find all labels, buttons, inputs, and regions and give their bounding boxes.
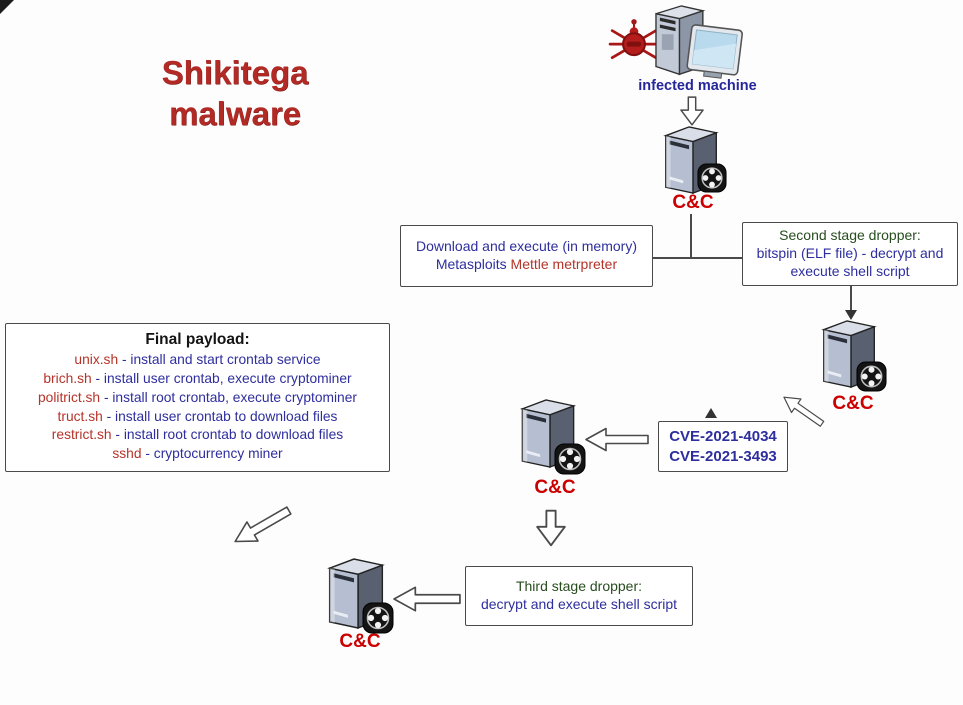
third-stage-title: Third stage dropper: (515, 578, 643, 595)
metasploit-line1: Download and execute (in memory) (416, 238, 637, 255)
network-ball-icon (554, 443, 586, 475)
payload-desc: - install user crontab, execute cryptomi… (91, 371, 352, 386)
cc1-label: C&C (672, 192, 714, 213)
arrowhead-down-icon (845, 310, 857, 320)
arrow-left-icon (393, 584, 461, 614)
arrow-down-icon (536, 500, 566, 556)
cc2-label: C&C (832, 393, 874, 414)
final-payload-title: Final payload: (145, 331, 250, 349)
third-stage-line1: decrypt and execute shell script (480, 596, 678, 612)
diagram-title: Shikitega malware (105, 52, 365, 135)
arrow-up-left-icon (202, 484, 322, 569)
payload-item: unix.sh - install and start crontab serv… (74, 351, 320, 370)
network-ball-icon (362, 602, 394, 634)
second-stage-box: Second stage dropper: bitspin (ELF file)… (742, 222, 958, 286)
cc3-label: C&C (534, 477, 576, 498)
connector-line (690, 214, 692, 258)
payload-file: truct.sh (57, 408, 103, 424)
second-stage-line1: bitspin (ELF file) - decrypt and (756, 245, 944, 262)
arrow-down-icon (680, 96, 704, 126)
payload-file: brich.sh (43, 371, 92, 386)
final-payload-box: Final payload: unix.sh - install and sta… (5, 323, 390, 472)
payload-file: restrict.sh (51, 427, 112, 443)
payload-file: politrict.sh (38, 389, 101, 405)
payload-item: sshd - cryptocurrency miner (112, 445, 282, 464)
payload-desc: - install user crontab to download files (102, 408, 338, 424)
title-line2: malware (168, 95, 302, 133)
metasploit-box: Download and execute (in memory) Metaspl… (400, 225, 653, 287)
cve-line1: CVE-2021-4034 (669, 428, 777, 445)
infected-machine-label: infected machine (638, 78, 757, 94)
payload-desc: - install root crontab to download files (111, 427, 344, 443)
corner-artifact (0, 0, 14, 14)
connector-line (653, 257, 742, 259)
cve-line2: CVE-2021-3493 (669, 447, 777, 465)
title-line1: Shikitega (161, 54, 309, 91)
payload-desc: - cryptocurrency miner (141, 446, 283, 461)
arrowhead-up-icon (705, 408, 717, 418)
connector-line (850, 286, 852, 312)
network-ball-icon (697, 163, 727, 193)
payload-desc: - install root crontab, execute cryptomi… (100, 389, 357, 405)
infected-computer-icon (648, 2, 746, 86)
payload-item: politrict.sh - install root crontab, exe… (38, 389, 357, 408)
arrow-left-icon (585, 426, 649, 453)
cc4-label: C&C (339, 631, 381, 652)
payload-file: unix.sh (74, 352, 119, 368)
metasploit-line2: Metasploits Mettle metrpreter (436, 256, 617, 274)
third-stage-box: Third stage dropper: decrypt and execute… (465, 566, 693, 626)
payload-desc: - install and start crontab service (118, 352, 321, 368)
payload-item: brich.sh - install user crontab, execute… (43, 370, 351, 389)
second-stage-line2: execute shell script (790, 262, 910, 279)
cve-box: CVE-2021-4034 CVE-2021-3493 (658, 421, 788, 472)
metasploit-line2-blue: Metasploits (435, 256, 511, 272)
payload-item: restrict.sh - install root crontab to do… (52, 426, 343, 445)
payload-file: sshd (112, 446, 142, 461)
metasploit-line2-red: Mettle metrpreter (510, 256, 618, 272)
second-stage-title: Second stage dropper: (779, 227, 921, 244)
network-ball-icon (856, 361, 887, 392)
payload-item: truct.sh - install user crontab to downl… (58, 408, 338, 427)
